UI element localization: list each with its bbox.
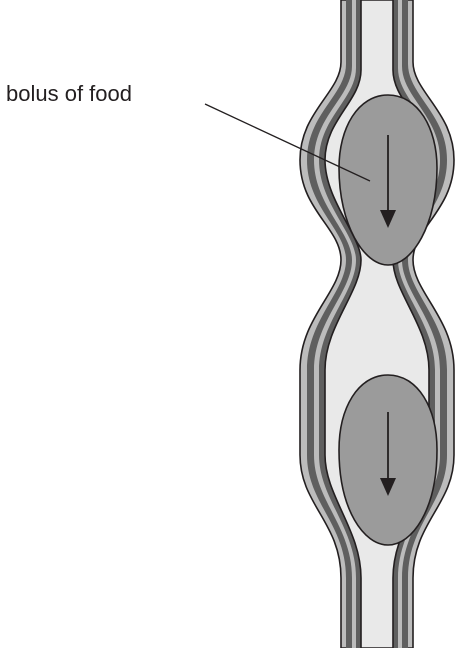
bolus-label: bolus of food <box>6 83 132 105</box>
lower-bolus <box>339 375 437 545</box>
